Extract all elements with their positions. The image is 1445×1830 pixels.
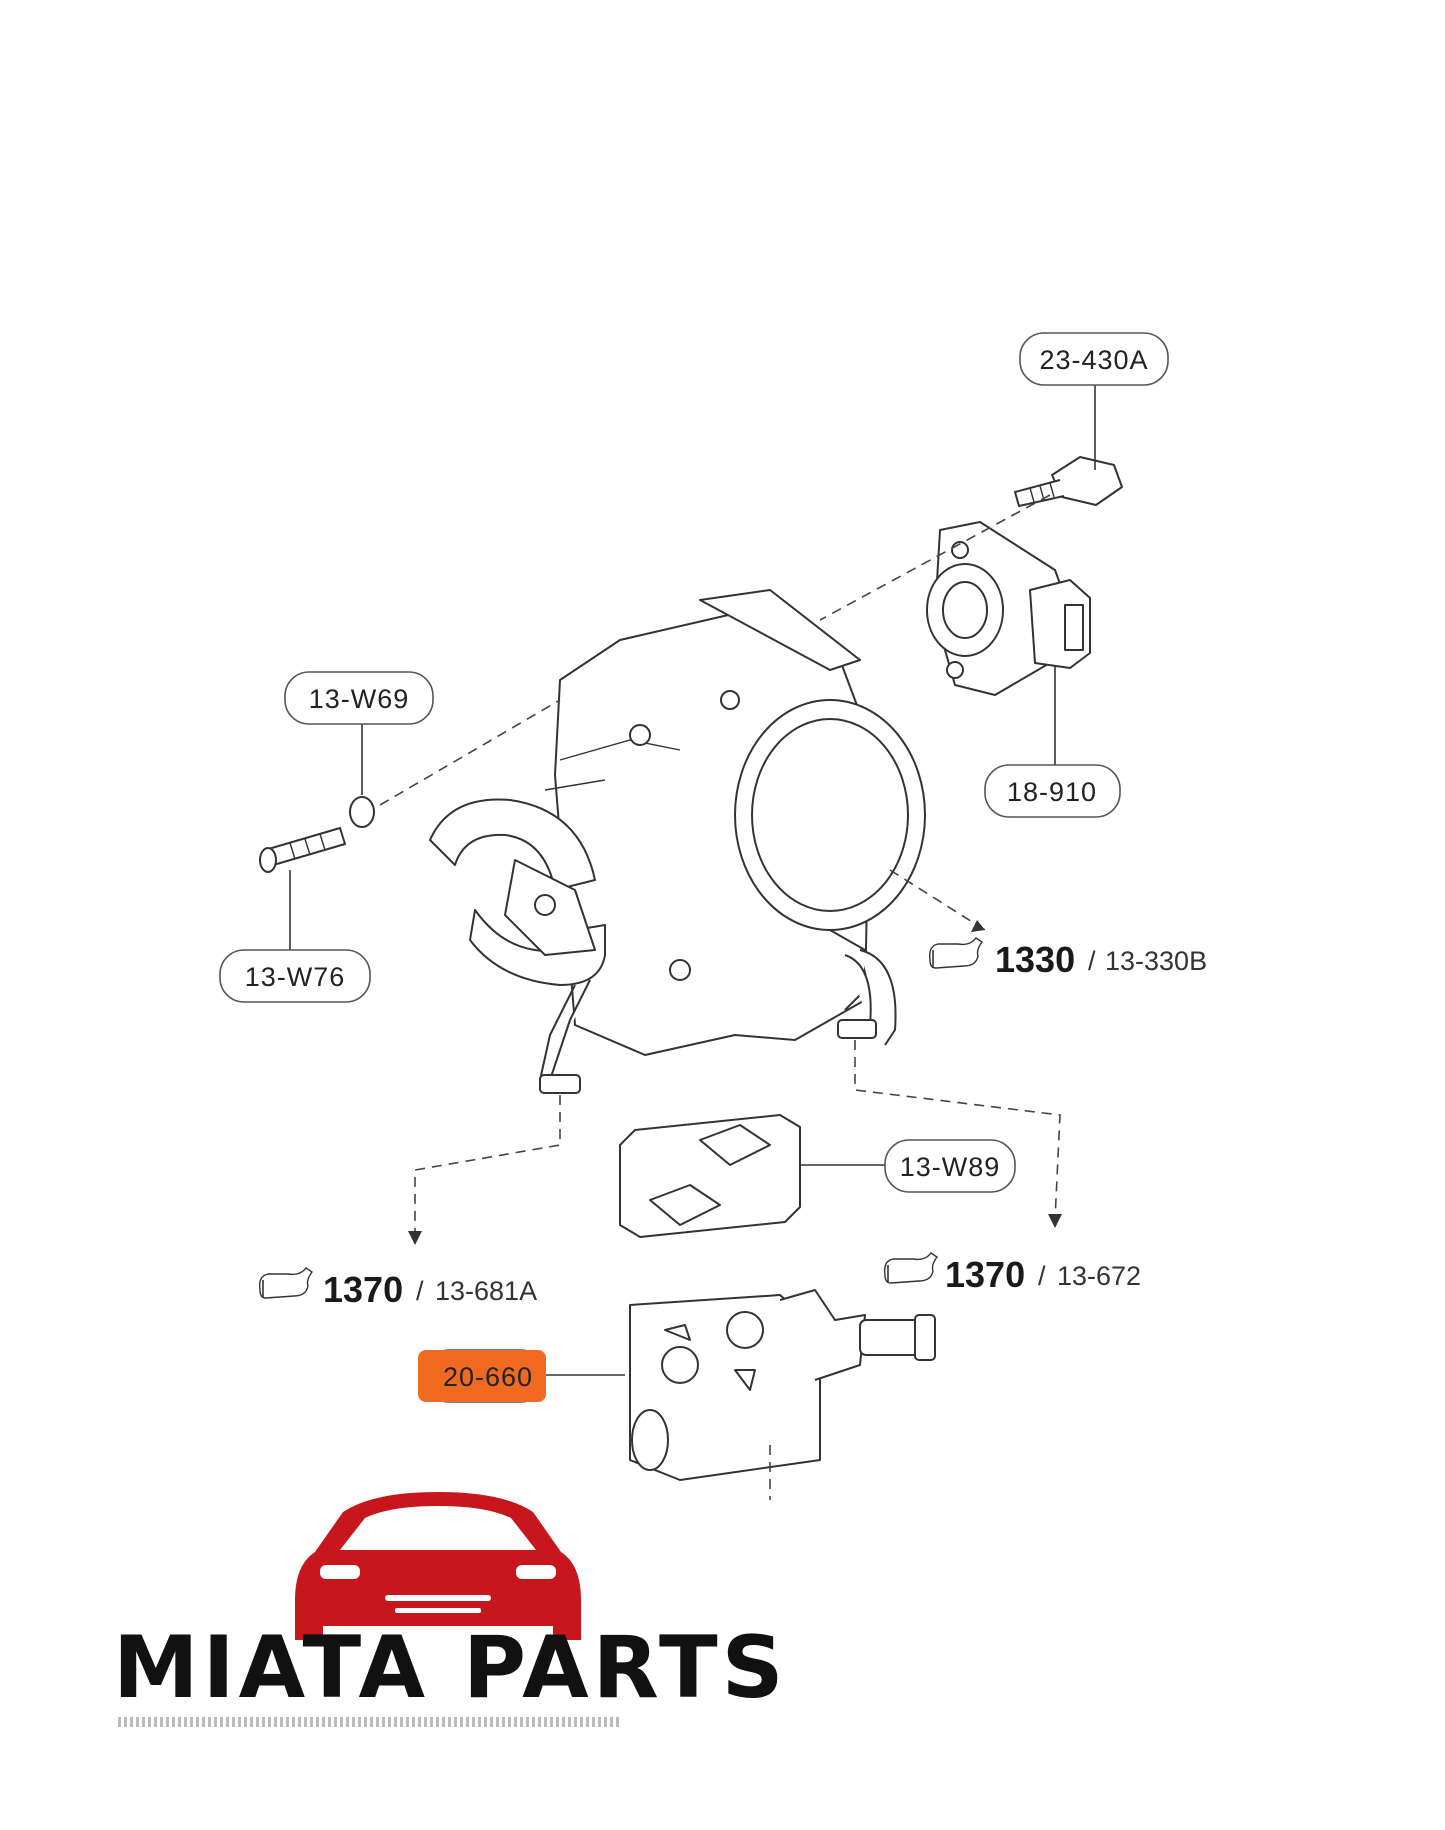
dash-right-hose-to-1370 — [854, 1040, 1061, 1221]
ref-1370-right-separator: / — [1038, 1261, 1046, 1291]
callout-23-430a-label: 23-430A — [1039, 345, 1148, 375]
idle-air-control-valve-drawing — [629, 1289, 936, 1481]
ref-1330-separator: / — [1088, 946, 1096, 976]
ref-1370-right-number: 1370 — [945, 1254, 1025, 1295]
callout-20-660-label: 20-660 — [443, 1362, 533, 1392]
car-front-icon — [295, 1492, 581, 1640]
ref-1370-left-separator: / — [416, 1276, 424, 1306]
ref-1370-right[interactable]: 1370 / 13-672 — [883, 1252, 1141, 1295]
ref-1330-number: 1330 — [995, 939, 1075, 980]
ref-1370-left[interactable]: 1370 / 13-681A — [258, 1267, 537, 1310]
arrow-to-1370-right — [1048, 1214, 1062, 1228]
callout-13-w76[interactable]: 13-W76 — [219, 949, 371, 1003]
callout-18-910-label: 18-910 — [1007, 777, 1097, 807]
callout-18-910[interactable]: 18-910 — [984, 764, 1121, 818]
ref-1330[interactable]: 1330 / 13-330B — [928, 937, 1207, 980]
pointing-hand-icon — [928, 937, 984, 969]
adjust-screw-drawing — [259, 827, 346, 873]
o-ring-drawing — [349, 796, 375, 828]
ref-1370-left-subref: 13-681A — [435, 1276, 537, 1306]
logo-text: MIATA PARTS — [113, 1618, 788, 1718]
callout-13-w69-label: 13-W69 — [309, 684, 410, 714]
pointing-hand-icon — [258, 1267, 314, 1299]
callout-13-w89[interactable]: 13-W89 — [884, 1139, 1016, 1193]
dash-bolt-to-sensor — [819, 494, 1051, 621]
callout-13-w89-label: 13-W89 — [900, 1152, 1001, 1182]
ref-1370-right-subref: 13-672 — [1057, 1261, 1141, 1291]
throttle-cam-drawing — [429, 798, 606, 986]
dash-left-hose-to-1370 — [414, 1095, 561, 1240]
pointing-hand-icon — [883, 1252, 939, 1284]
dash-o-ring-to-body — [379, 699, 561, 806]
ref-1370-left-number: 1370 — [323, 1269, 403, 1310]
arrow-to-1330 — [971, 920, 985, 932]
miata-parts-logo: MIATA PARTS — [113, 1492, 788, 1727]
callout-13-w69[interactable]: 13-W69 — [284, 671, 434, 725]
throttle-position-sensor-drawing — [926, 521, 1091, 696]
dash-to-1330 — [889, 869, 986, 931]
bolt-drawing — [1014, 456, 1123, 507]
arrow-to-1370-left — [408, 1231, 422, 1245]
gasket-drawing — [619, 1114, 801, 1238]
throttle-body-drawing — [539, 589, 926, 1094]
ref-1330-subref: 13-330B — [1105, 946, 1207, 976]
highlight-marker — [418, 1350, 546, 1402]
callout-23-430a[interactable]: 23-430A — [1019, 332, 1169, 386]
callout-20-660[interactable]: 20-660 — [418, 1349, 546, 1403]
callout-13-w76-label: 13-W76 — [245, 962, 346, 992]
